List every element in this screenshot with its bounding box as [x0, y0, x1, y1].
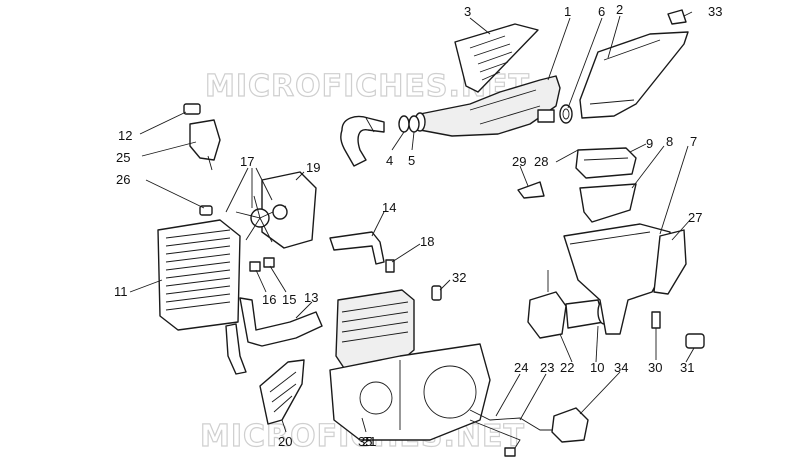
callout-24: 24 [514, 360, 528, 375]
part-filter-element [579, 183, 637, 223]
part-air-box [563, 223, 671, 335]
callout-2: 2 [616, 2, 623, 17]
part-small-clip [667, 9, 687, 25]
callout-23: 23 [540, 360, 554, 375]
callout-28: 28 [534, 154, 548, 169]
part-nuts [249, 257, 275, 272]
callout-19: 19 [306, 160, 320, 175]
callout-7: 7 [690, 134, 697, 149]
callout-15: 15 [282, 292, 296, 307]
part-cooling-fan [235, 171, 317, 249]
part-electric-box [551, 407, 589, 443]
part-rubber-cap [685, 333, 705, 349]
callout-33: 33 [708, 4, 722, 19]
callout-9: 9 [646, 136, 653, 151]
callout-34: 34 [614, 360, 628, 375]
callout-32: 32 [452, 270, 466, 285]
part-carburettor [527, 270, 611, 339]
part-radiator-cap [183, 103, 201, 115]
callout-1: 1 [564, 4, 571, 19]
part-radiator [157, 219, 241, 331]
callout-22: 22 [560, 360, 574, 375]
part-side-cover [579, 31, 689, 119]
callout-11: 11 [114, 284, 128, 299]
callout-8: 8 [666, 134, 673, 149]
part-filter-lid [575, 147, 637, 179]
part-sensor [385, 259, 395, 273]
part-expansion-tank [189, 119, 221, 171]
callout-20: 20 [278, 434, 292, 449]
part-bolt [431, 285, 442, 301]
leader-lines [129, 11, 695, 433]
callout-13: 13 [304, 290, 318, 305]
part-cables [469, 409, 552, 457]
part-side-grille [454, 23, 539, 93]
part-pipe-clamps [398, 115, 420, 133]
callout-3: 3 [464, 4, 471, 19]
callout-25: 25 [116, 150, 130, 165]
callout-14: 14 [382, 200, 396, 215]
part-gasket-ring [559, 104, 573, 124]
callout-6: 6 [598, 4, 605, 19]
callout-27: 27 [688, 210, 702, 225]
callout-17: 17 [240, 154, 254, 169]
callout-26: 26 [116, 172, 130, 187]
callout-35: 35 [358, 434, 372, 449]
part-plug [651, 311, 661, 329]
callout-31: 31 [680, 360, 694, 375]
callout-18: 18 [420, 234, 434, 249]
callout-21: 21 [362, 434, 376, 449]
callout-12: 12 [118, 128, 132, 143]
callout-30: 30 [648, 360, 662, 375]
callout-5: 5 [408, 153, 415, 168]
part-engine [329, 289, 491, 441]
callout-labels: 1 2 3 4 5 6 7 8 9 10 11 12 13 14 15 16 1… [114, 2, 722, 449]
part-coolant-hose [329, 231, 385, 265]
part-clip [517, 181, 545, 199]
callout-29: 29 [512, 154, 526, 169]
part-radiator-hose-lower [225, 297, 323, 375]
part-fitting [199, 205, 213, 216]
callout-10: 10 [590, 360, 604, 375]
part-engine-guard [259, 359, 305, 425]
part-exhaust-silencer [414, 75, 561, 137]
part-exhaust-header [340, 115, 385, 167]
callout-4: 4 [386, 153, 393, 168]
callout-16: 16 [262, 292, 276, 307]
